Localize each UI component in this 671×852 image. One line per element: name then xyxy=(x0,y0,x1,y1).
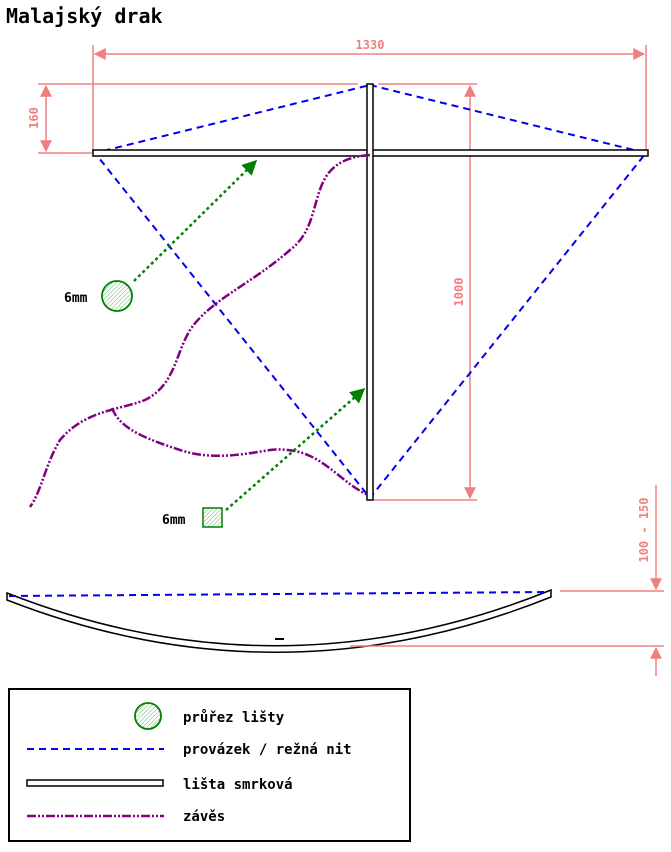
round-section-icon xyxy=(101,280,133,312)
legend-spar-swatch xyxy=(26,779,164,787)
legend-item-string: provázek / režná nit xyxy=(183,742,352,758)
section-square-callout: 6mm xyxy=(162,388,366,528)
section-round-callout: 6mm xyxy=(64,159,258,312)
dimension-width: 1330 xyxy=(92,38,647,152)
dimension-width-label: 1330 xyxy=(356,38,385,52)
page-title: Malajský drak xyxy=(6,4,163,28)
legend: průřez lišty provázek / režná nit lišta … xyxy=(8,688,411,842)
dimension-top-height-label: 160 xyxy=(27,107,41,129)
dimension-top-height: 160 xyxy=(27,83,358,154)
section-square-label: 6mm xyxy=(162,513,186,528)
square-section-icon xyxy=(202,507,223,528)
section-round-label: 6mm xyxy=(64,291,88,306)
legend-round-section-icon xyxy=(134,702,162,730)
legend-item-spar: lišta smrková xyxy=(183,777,293,793)
legend-item-bridle: závěs xyxy=(183,809,225,825)
legend-box xyxy=(8,688,411,842)
dimension-bow-depth-label: 100 - 150 xyxy=(637,497,651,562)
dimension-bow-depth: 100 - 150 xyxy=(350,485,664,676)
bridle xyxy=(28,153,371,508)
dimension-spine-label: 1000 xyxy=(452,278,466,307)
legend-item-section: průřez lišty xyxy=(183,709,285,726)
vertical-spine xyxy=(366,83,374,501)
dimension-spine: 1000 xyxy=(374,83,477,501)
bow-side-view xyxy=(6,588,552,653)
